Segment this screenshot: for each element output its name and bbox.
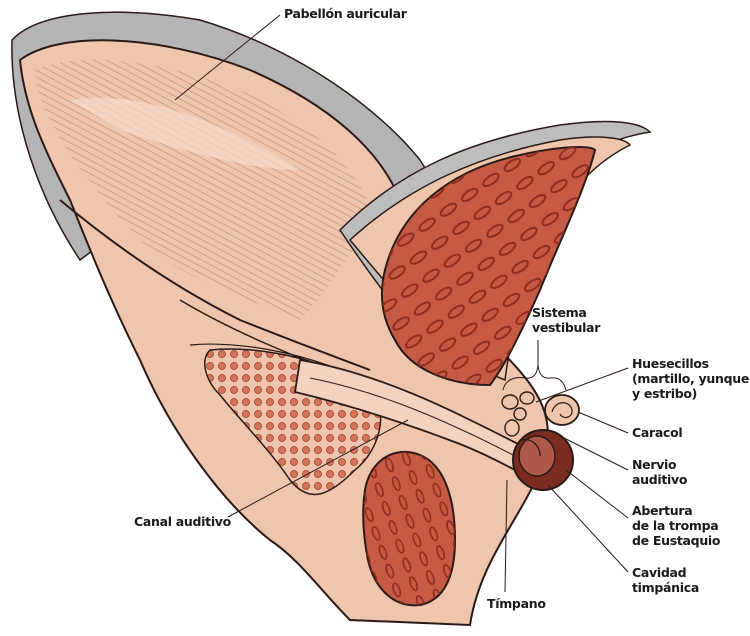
- label-sistema-line2: vestibular: [532, 320, 601, 335]
- label-huesecillos-line1: Huesecillos: [632, 356, 709, 371]
- label-cavidad-timpanica: Cavidad timpánica: [632, 565, 699, 595]
- pinna-highlight: [70, 98, 300, 170]
- label-huesecillos-line3: y estribo): [632, 386, 698, 401]
- label-nervio-line1: Nervio: [632, 457, 677, 472]
- label-abertura-line1: Abertura: [632, 503, 693, 518]
- label-abertura-trompa: Abertura de la trompa de Eustaquio: [632, 503, 720, 548]
- label-huesecillos: Huesecillos (martillo, yunque y estribo): [632, 356, 749, 401]
- label-abertura-line3: de Eustaquio: [632, 533, 721, 548]
- label-sistema-line1: Sistema: [532, 305, 587, 320]
- label-abertura-line2: de la trompa: [632, 518, 719, 533]
- label-sistema-vestibular: Sistema vestibular: [532, 305, 600, 335]
- label-canal-auditivo: Canal auditivo: [134, 514, 231, 529]
- cochlea: [544, 394, 580, 426]
- label-timpano: Tímpano: [487, 596, 546, 611]
- ossicles: [501, 391, 535, 437]
- label-cavidad-line2: timpánica: [632, 580, 699, 595]
- label-nervio-line2: auditivo: [632, 472, 688, 487]
- label-caracol: Caracol: [632, 425, 683, 440]
- leader-lines: [174, 14, 629, 593]
- label-nervio-auditivo: Nervio auditivo: [632, 457, 687, 487]
- label-pabellon-auricular: Pabellón auricular: [284, 6, 407, 21]
- label-huesecillos-line2: (martillo, yunque: [632, 371, 750, 386]
- label-cavidad-line1: Cavidad: [632, 565, 687, 580]
